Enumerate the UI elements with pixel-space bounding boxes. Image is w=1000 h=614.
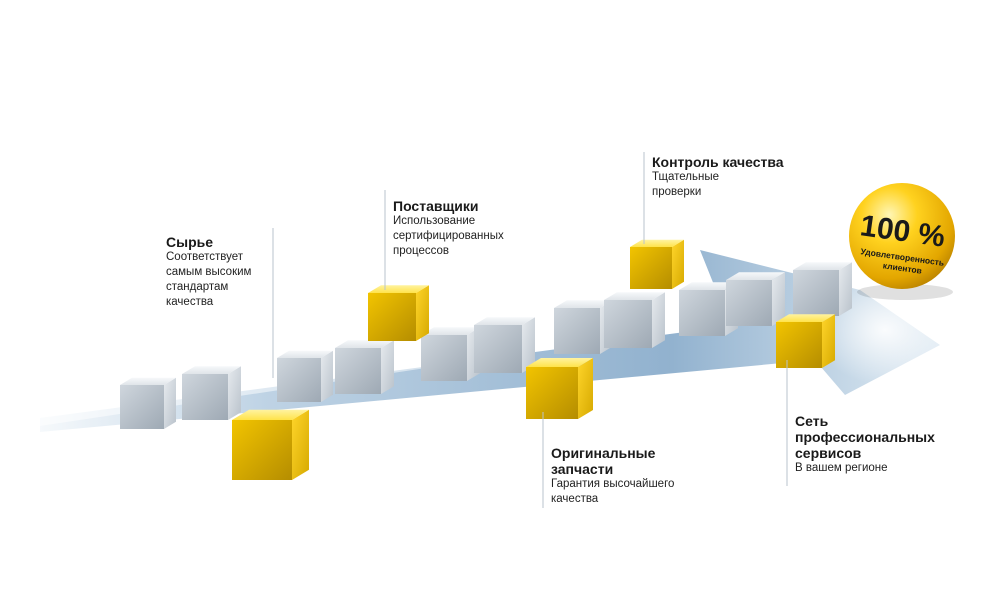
gray-cube-1 — [120, 377, 176, 429]
label-raw-title: Сырье — [166, 234, 214, 250]
gray-cube-10 — [726, 272, 785, 326]
gray-cube-11 — [793, 262, 852, 316]
label-suppliers-desc: Использование сертифицированных процессо… — [393, 215, 504, 257]
label-quality-desc: Тщательные проверки — [652, 171, 719, 198]
label-parts-desc: Гарантия высочайшего качества — [551, 478, 675, 505]
label-suppliers: Поставщики Использование сертифицированн… — [393, 198, 533, 259]
gray-cube-3 — [277, 350, 333, 402]
label-quality-title: Контроль качества — [652, 154, 784, 170]
gray-cube-2 — [182, 366, 241, 420]
label-network: Сеть профессиональных сервисов В вашем р… — [795, 413, 965, 476]
label-quality: Контроль качества Тщательные проверки — [652, 154, 822, 200]
label-network-desc: В вашем регионе — [795, 462, 888, 474]
gray-cube-5 — [421, 327, 480, 381]
gray-cube-8 — [604, 292, 665, 348]
badge-ball — [849, 183, 955, 289]
yellow-cube-12 — [232, 409, 309, 480]
yellow-cube-13 — [368, 285, 429, 341]
label-network-title: Сеть профессиональных сервисов — [795, 413, 935, 461]
label-suppliers-title: Поставщики — [393, 198, 479, 214]
label-raw-desc: Соответствует самым высоким стандартам к… — [166, 251, 252, 308]
gray-cube-6 — [474, 317, 535, 373]
gray-cube-4 — [335, 340, 394, 394]
yellow-cube-15 — [630, 239, 684, 289]
satisfaction-badge: 100 % Удовлетворенность клиентов — [849, 183, 955, 300]
label-raw: Сырье Соответствует самым высоким станда… — [166, 234, 286, 310]
label-parts-title: Оригинальные запчасти — [551, 445, 656, 477]
cubes-group — [120, 239, 852, 480]
label-parts: Оригинальные запчасти Гарантия высочайше… — [551, 445, 711, 507]
yellow-cube-16 — [776, 314, 835, 368]
yellow-cube-14 — [526, 358, 593, 419]
